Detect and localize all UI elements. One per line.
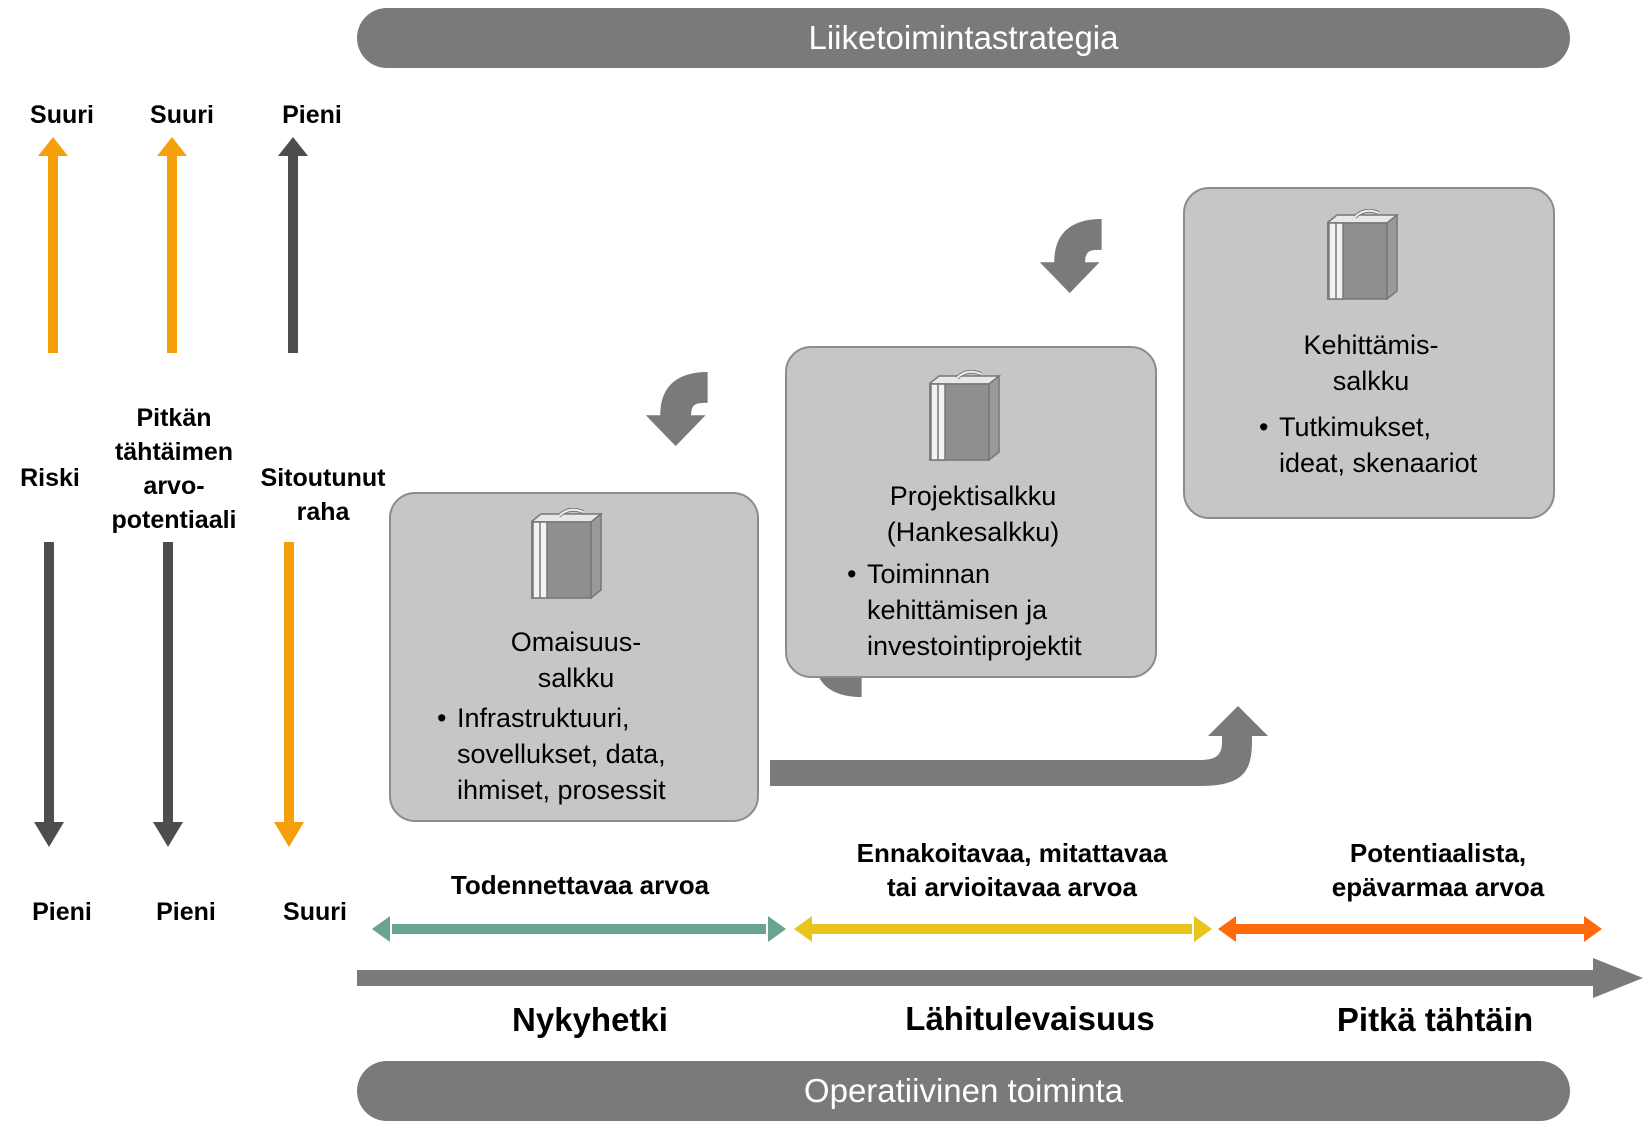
scale-arrow-arvo-down (153, 542, 183, 847)
portfolio-box-omaisuus: Omaisuus- salkku Infrastruktuuri, sovell… (389, 492, 759, 822)
value-range-arrow-2 (1218, 916, 1602, 942)
value-range-line: Todennettavaa arvoa (450, 870, 710, 900)
scale-name-arvopotentiaali: Pitkän tähtäimen arvo- potentiaali (100, 401, 248, 537)
portfolio-items: Infrastruktuuri, sovellukset, data, ihmi… (437, 700, 666, 808)
scale-name-line: raha (296, 498, 350, 526)
operations-band: Operatiivinen toiminta (357, 1061, 1570, 1121)
scale-top-label: Pieni (282, 101, 342, 129)
portfolio-items: Toiminnan kehittämisen ja investointipro… (847, 556, 1082, 664)
scale-name-raha: Sitoutunut raha (248, 461, 398, 529)
timeline-arrow (357, 958, 1643, 998)
portfolio-item-line: Toiminnan (867, 559, 991, 589)
portfolio-title-line: Projektisalkku (889, 481, 1057, 511)
scale-arrow-riski-up (38, 137, 68, 353)
scale-name-line: Pitkän (136, 404, 212, 432)
feedback-arrow (770, 706, 1268, 786)
curved-arrow-icon (1039, 219, 1102, 294)
portfolio-title-line: salkku (537, 663, 615, 693)
portfolio-box-projekti: Projektisalkku (Hankesalkku) Toiminnan k… (785, 346, 1157, 678)
portfolio-box-kehittamis: Kehittämis- salkku Tutkimukset, ideat, s… (1183, 187, 1555, 519)
portfolio-item-line: ideat, skenaariot (1279, 448, 1478, 478)
scale-name-riski: Riski (20, 464, 80, 492)
scale-bottom-label: Pieni (32, 898, 92, 926)
value-range-label: Ennakoitavaa, mitattavaa tai arvioitavaa… (812, 836, 1212, 904)
scale-name-line: potentiaali (111, 506, 237, 534)
scale-arrow-arvo-up (157, 137, 187, 353)
portfolio-items: Tutkimukset, ideat, skenaariot (1259, 409, 1477, 481)
scale-bottom-label: Suuri (283, 898, 347, 926)
portfolio-item-line: ihmiset, prosessit (457, 775, 666, 805)
portfolio-title-line: salkku (1332, 366, 1410, 396)
curved-arrow-icon (645, 372, 708, 447)
portfolio-title: Omaisuus- salkku (391, 624, 761, 696)
briefcase-icon (531, 508, 603, 600)
value-range-label: Todennettavaa arvoa (400, 868, 760, 902)
portfolio-item-line: sovellukset, data, (457, 739, 666, 769)
value-range-line: tai arvioitavaa arvoa (886, 872, 1138, 902)
value-range-label: Potentiaalista, epävarmaa arvoa (1288, 836, 1588, 904)
portfolio-item: Toiminnan kehittämisen ja investointipro… (847, 556, 1082, 664)
scale-bottom-label: Pieni (156, 898, 216, 926)
timeline-label-near: Lähitulevaisuus (905, 1000, 1155, 1037)
timeline-label-now: Nykyhetki (512, 1001, 668, 1038)
strategy-band: Liiketoimintastrategia (357, 8, 1570, 68)
strategy-band-label: Liiketoimintastrategia (808, 19, 1119, 56)
value-range-line: epävarmaa arvoa (1331, 872, 1545, 902)
portfolio-item-line: Infrastruktuuri, (457, 703, 630, 733)
operations-band-label: Operatiivinen toiminta (803, 1072, 1124, 1109)
briefcase-icon (929, 370, 1001, 462)
portfolio-item-line: Tutkimukset, (1279, 412, 1432, 442)
portfolio-title-line: Omaisuus- (510, 627, 642, 657)
value-range-arrow-0 (372, 916, 786, 942)
portfolio-item-line: investointiprojektit (867, 631, 1082, 661)
scale-arrow-raha-down (274, 542, 304, 847)
portfolio-title: Kehittämis- salkku (1185, 327, 1557, 399)
scale-arrow-raha-up (278, 137, 308, 353)
scale-name-line: Sitoutunut (260, 464, 386, 492)
portfolio-item: Tutkimukset, ideat, skenaariot (1259, 409, 1477, 481)
scale-arrow-riski-down (34, 542, 64, 847)
portfolio-item-line: kehittämisen ja (867, 595, 1048, 625)
portfolio-title-line: (Hankesalkku) (886, 517, 1060, 547)
timeline-label-long: Pitkä tähtäin (1336, 1001, 1534, 1038)
portfolio-title-line: Kehittämis- (1303, 330, 1439, 360)
portfolio-title: Projektisalkku (Hankesalkku) (787, 478, 1159, 550)
value-range-line: Potentiaalista, (1349, 838, 1527, 868)
value-range-line: Ennakoitavaa, mitattavaa (856, 838, 1168, 868)
scale-name-line: tähtäimen (114, 438, 234, 466)
value-range-arrow-1 (794, 916, 1212, 942)
scale-name-line: arvo- (143, 472, 205, 500)
scale-top-label: Suuri (150, 101, 214, 129)
scale-top-label: Suuri (30, 101, 94, 129)
briefcase-icon (1327, 209, 1399, 301)
portfolio-item: Infrastruktuuri, sovellukset, data, ihmi… (437, 700, 666, 808)
